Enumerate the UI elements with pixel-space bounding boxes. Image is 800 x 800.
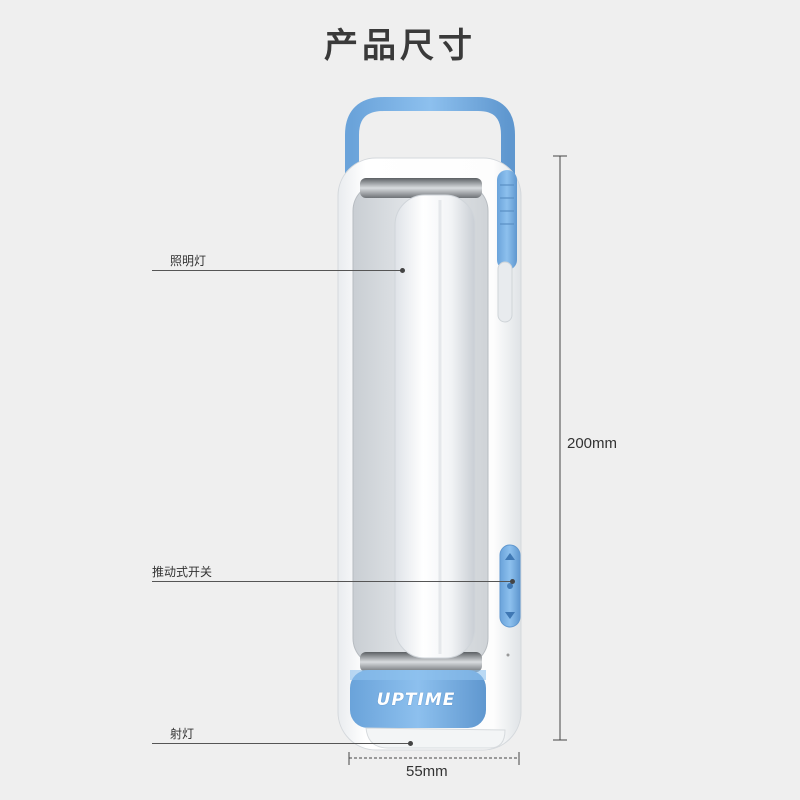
- leader-spotlight: [152, 743, 412, 744]
- side-rail: [497, 170, 517, 270]
- width-value: 55mm: [406, 763, 448, 780]
- label-light: 照明灯: [170, 254, 207, 268]
- page-title: 产品尺寸: [324, 26, 476, 66]
- leader-dot-light: [400, 268, 405, 273]
- light-tube: [394, 194, 476, 659]
- handle: [345, 97, 515, 237]
- leader-light: [152, 270, 402, 271]
- label-switch: 推动式开关: [152, 565, 213, 579]
- leader-dot-spotlight: [408, 741, 413, 746]
- base-band: [350, 670, 486, 728]
- brand-logo: UPTIME: [376, 690, 456, 710]
- label-spotlight: 射灯: [170, 727, 195, 741]
- leader-dot-switch: [510, 579, 515, 584]
- height-value: 200mm: [567, 435, 618, 452]
- leader-switch: [152, 581, 512, 582]
